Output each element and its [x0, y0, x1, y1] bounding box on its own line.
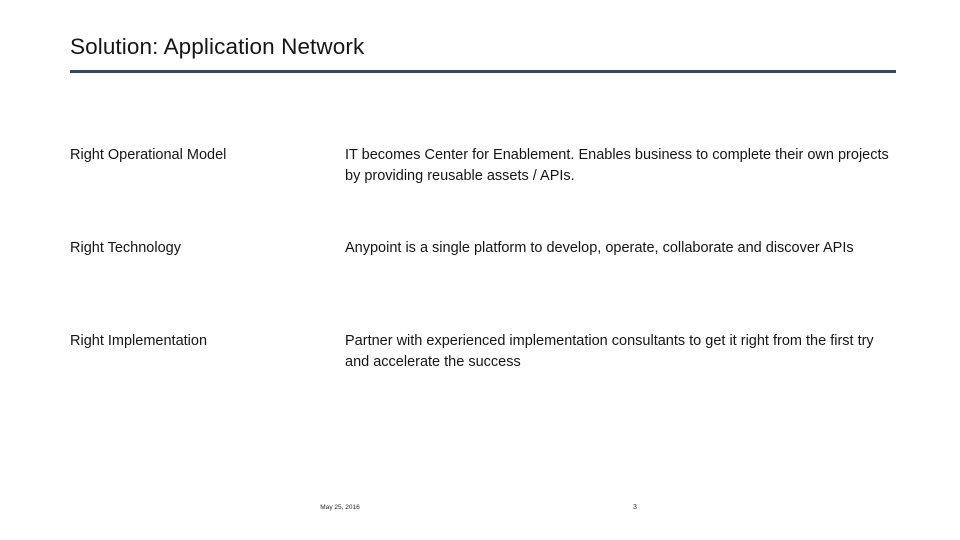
row-description-implementation: Partner with experienced implementation …	[345, 333, 874, 370]
footer-date: May 25, 2016	[320, 504, 360, 511]
title-divider	[70, 70, 896, 73]
page-title: Solution: Application Network	[70, 34, 365, 59]
footer-page-number: 3	[633, 504, 637, 511]
row-label-technology: Right Technology	[70, 240, 181, 256]
row-description-operational-model: IT becomes Center for Enablement. Enable…	[345, 147, 889, 184]
row-description-technology: Anypoint is a single platform to develop…	[345, 240, 854, 256]
row-label-operational-model: Right Operational Model	[70, 147, 227, 163]
row-label-implementation: Right Implementation	[70, 333, 208, 349]
